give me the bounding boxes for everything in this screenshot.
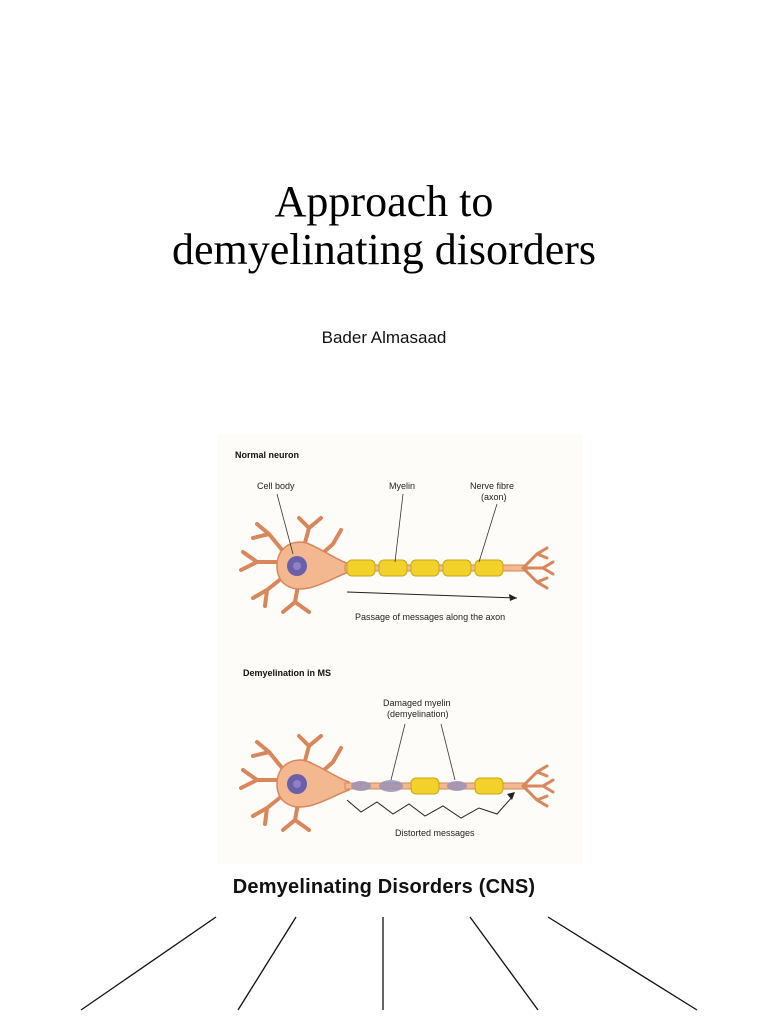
demyelination-label: (demyelination) <box>387 709 449 719</box>
slide-title-line-1: Approach to <box>274 177 494 226</box>
myelin-label: Myelin <box>389 481 415 491</box>
normal-neuron-heading: Normal neuron <box>235 450 299 460</box>
slide-title-line-2: demyelinating disorders <box>171 225 596 274</box>
cell-body-label: Cell body <box>257 481 295 491</box>
author-name: Bader Almasaad <box>321 328 447 347</box>
branch-line-4 <box>469 916 539 1011</box>
branch-line-2 <box>237 916 297 1011</box>
neuron-figure: Normal neuron Cell body Myelin Nerve fib… <box>217 434 583 864</box>
normal-neuron <box>239 493 555 614</box>
nerve-fibre-label: Nerve fibre <box>470 481 514 491</box>
axon-label: (axon) <box>481 492 507 502</box>
diagram-title: Demyelinating Disorders (CNS) <box>232 876 536 898</box>
distorted-label: Distorted messages <box>395 828 475 838</box>
neuron-illustration: Normal neuron Cell body Myelin Nerve fib… <box>235 450 555 838</box>
damaged-myelin-label: Damaged myelin <box>383 698 451 708</box>
demyelinated-neuron <box>239 723 555 832</box>
branch-line-5 <box>547 916 698 1011</box>
branch-line-1 <box>80 916 217 1011</box>
passage-label: Passage of messages along the axon <box>355 612 505 622</box>
slide-title: Approach to demyelinating disorders <box>0 178 768 274</box>
ms-heading: Demyelination in MS <box>243 668 331 678</box>
